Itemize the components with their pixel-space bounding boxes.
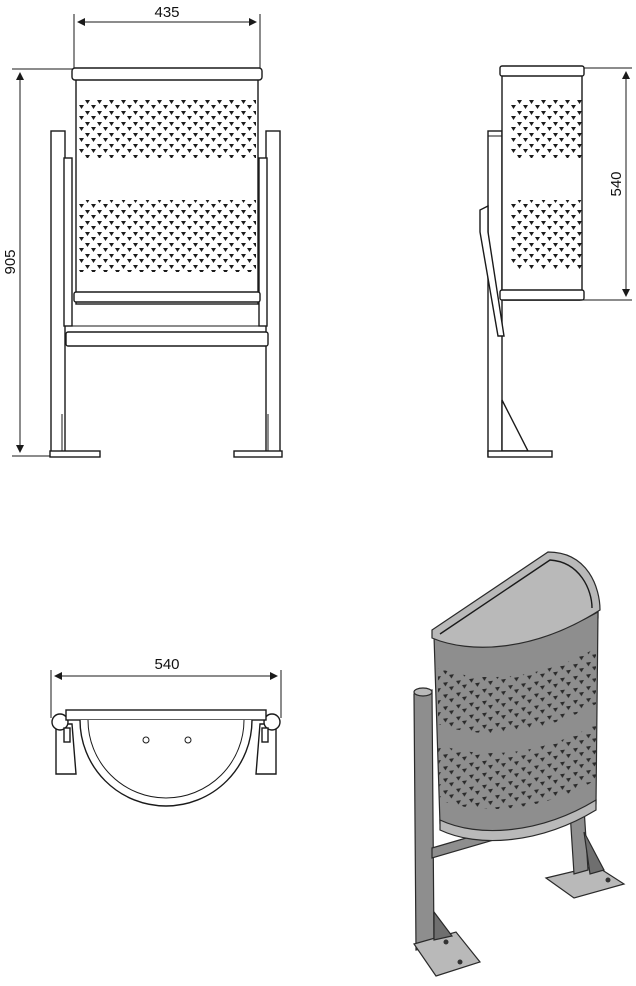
side-gusset [501,399,530,452]
front-right-post [265,130,281,457]
dimension-front-width: 435 [73,4,261,70]
side-perforation-band-lower [510,200,582,270]
front-bin-bottom-ring [73,291,261,303]
front-perforation-band-upper [78,98,256,158]
isometric-view [413,551,626,977]
dimension-side-height-label: 540 [608,171,625,196]
side-foot [487,450,553,458]
front-crossbar [65,331,269,347]
front-view: 435 905 [2,4,283,458]
iso-bin-rim [431,551,601,648]
front-perforation-band-lower [78,200,256,272]
side-perforation-band-upper [510,98,582,158]
top-bin-back-edge [65,709,267,721]
dimension-front-height-label: 905 [2,249,19,274]
dimension-top-width-label: 540 [154,656,179,673]
front-left-post [50,130,66,457]
front-bin-rim [71,67,263,81]
front-right-foot [233,450,283,458]
iso-perforation-band-lower [438,724,596,810]
iso-bin-bottom-ring [439,798,597,842]
top-view: 540 [50,656,282,807]
iso-front-post [413,689,435,951]
top-bin-inner [87,719,245,799]
top-bin-outer [79,719,253,807]
dimension-side-height: 540 [582,67,632,301]
top-left-post [51,713,69,731]
side-view: 540 [479,65,632,458]
top-right-post [263,713,281,731]
dimension-front-width-label: 435 [154,4,179,21]
iso-perforation-band-upper [438,648,596,734]
front-left-foot [49,450,101,458]
dimension-top-width: 540 [50,656,282,718]
dimension-front-height: 905 [2,68,74,457]
